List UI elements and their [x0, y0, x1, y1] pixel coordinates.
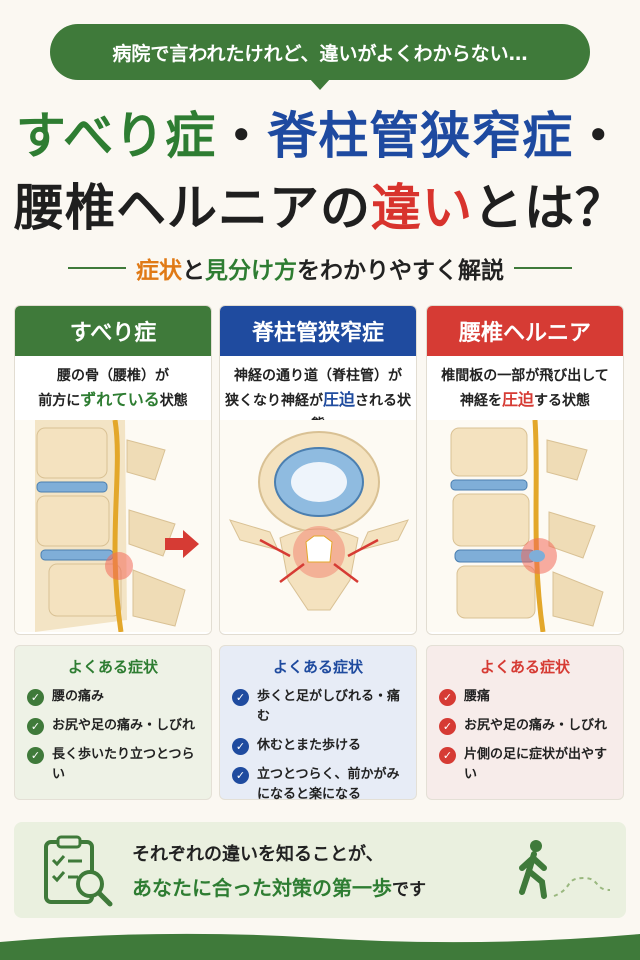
symptom-text: お尻や足の痛み・しびれ — [464, 718, 608, 733]
footer-line-2-tail: です — [392, 880, 426, 900]
clipboard-search-icon — [44, 835, 113, 907]
list-item: ✓ 腰痛 — [427, 687, 623, 707]
symptoms-spinal-stenosis: よくある症状 ✓ 歩くと足がしびれる・痛む ✓ 休むとまた歩ける ✓ 立つとつらく、前… — [219, 645, 417, 802]
symptom-text: 腰痛 — [464, 689, 491, 704]
list-item: ✓ お尻や足の痛み・しびれ — [427, 716, 623, 736]
desc-emphasis: 圧迫 — [322, 390, 355, 409]
desc-post: する状態 — [534, 393, 590, 409]
card-title: 腰椎ヘルニア — [427, 306, 623, 356]
list-item: ✓ 長く歩いたり立つとつらい — [15, 745, 211, 785]
title-question: とは？ — [473, 179, 626, 237]
title-hernia: 腰椎ヘルニアの — [14, 179, 371, 237]
symptoms-title: よくある症状 — [67, 658, 158, 676]
title-difference: 違い — [371, 179, 473, 237]
list-item: ✓ 歩くと足がしびれる・痛む — [220, 687, 416, 727]
subtitle-line-right — [514, 267, 572, 269]
check-circle-icon: ✓ — [439, 718, 456, 735]
title-slip: すべり症 — [15, 107, 217, 165]
symptoms-lumbar-hernia: よくある症状 ✓ 腰痛 ✓ お尻や足の痛み・しびれ ✓ 片側の足に症状が出やすい — [426, 645, 624, 800]
check-circle-icon: ✓ — [439, 689, 456, 706]
bubble-tail — [309, 78, 331, 90]
disc-herniation-illustration — [427, 420, 623, 632]
check-circle-icon: ✓ — [27, 718, 44, 735]
check-circle-icon: ✓ — [232, 738, 249, 755]
vertebra-cross-section-illustration — [220, 420, 416, 632]
check-circle-icon: ✓ — [439, 747, 456, 764]
subtitle-rest: をわかりやすく解説 — [297, 258, 504, 284]
card-description: 椎間板の一部が飛び出して 神経を圧迫する状態 — [427, 356, 623, 420]
desc-post: 状態 — [159, 393, 188, 409]
symptom-text: 片側の足に症状が出やすい — [464, 747, 608, 782]
footer-line-2: あなたに合った対策の第一歩です — [132, 872, 426, 901]
footer-line-1: それぞれの違いを知ることが、 — [132, 844, 384, 865]
card-desc-line2: 前方にずれている状態 — [15, 388, 211, 413]
desc-pre: 神経を — [459, 393, 502, 409]
list-item: ✓ 休むとまた歩ける — [220, 736, 416, 756]
symptom-text: 長く歩いたり立つとつらい — [52, 747, 195, 782]
card-desc-line1: 神経の通り道（脊柱管）が — [234, 368, 402, 384]
walking-person-icon — [519, 840, 611, 899]
list-item: ✓ 立つとつらく、前かがみになると楽になる — [220, 765, 416, 805]
title-stenosis: 脊柱管狭窄症 — [267, 107, 574, 165]
card-spondylolisthesis: すべり症 腰の骨（腰椎）が 前方にずれている状態 — [14, 305, 212, 635]
subtitle-line-left — [68, 267, 126, 269]
ground-wave — [0, 933, 640, 960]
list-item: ✓ 片側の足に症状が出やすい — [427, 745, 623, 785]
spine-slip-illustration — [15, 420, 211, 632]
symptom-text: 休むとまた歩ける — [257, 738, 362, 753]
check-circle-icon: ✓ — [232, 689, 249, 706]
title-line-2: 腰椎ヘルニアの違いとは？ — [0, 168, 640, 240]
list-item: ✓ 腰の痛み — [15, 687, 211, 707]
symptoms-spondylolisthesis: よくある症状 ✓ 腰の痛み ✓ お尻や足の痛み・しびれ ✓ 長く歩いたり立つとつらい — [14, 645, 212, 800]
card-desc-line1: 腰の骨（腰椎）が — [57, 368, 169, 384]
subtitle-symptoms: 症状 — [136, 258, 182, 284]
title-line-1: すべり症・脊柱管狭窄症・ — [0, 96, 640, 168]
symptom-text: お尻や足の痛み・しびれ — [52, 718, 196, 733]
title-dot-2: ・ — [573, 107, 625, 165]
check-circle-icon: ✓ — [27, 689, 44, 706]
footer-message-box: それぞれの違いを知ることが、 あなたに合った対策の第一歩です — [14, 822, 626, 918]
intro-bubble: 病院で言われたけれど、違いがよくわからない… — [50, 24, 590, 80]
symptoms-title: よくある症状 — [479, 658, 570, 676]
card-description: 腰の骨（腰椎）が 前方にずれている状態 — [15, 356, 211, 420]
intro-bubble-text: 病院で言われたけれど、違いがよくわからない… — [112, 42, 528, 65]
card-description: 神経の通り道（脊柱管）が 狭くなり神経が圧迫される状態 — [220, 356, 416, 433]
symptom-text: 歩くと足がしびれる・痛む — [257, 689, 401, 724]
desc-emphasis: 圧迫 — [501, 390, 534, 409]
card-desc-line2: 神経を圧迫する状態 — [427, 388, 623, 413]
card-title: 脊柱管狭窄症 — [220, 306, 416, 356]
check-circle-icon: ✓ — [27, 747, 44, 764]
symptoms-title: よくある症状 — [272, 658, 363, 676]
subtitle-howto: 見分け方 — [205, 258, 297, 284]
symptom-text: 立つとつらく、前かがみになると楽になる — [257, 767, 400, 802]
title-dot-1: ・ — [216, 107, 268, 165]
subtitle: 症状と見分け方をわかりやすく解説 — [136, 251, 504, 285]
desc-pre: 前方に — [38, 393, 81, 409]
list-item: ✓ お尻や足の痛み・しびれ — [15, 716, 211, 736]
symptom-text: 腰の痛み — [52, 689, 105, 704]
card-title: すべり症 — [15, 306, 211, 356]
check-circle-icon: ✓ — [232, 767, 249, 784]
card-desc-line1: 椎間板の一部が飛び出して — [441, 368, 609, 384]
red-arrow-icon — [165, 530, 199, 558]
subtitle-row: 症状と見分け方をわかりやすく解説 — [0, 248, 640, 288]
subtitle-and: と — [182, 258, 205, 284]
desc-emphasis: ずれている — [80, 390, 160, 409]
card-lumbar-hernia: 腰椎ヘルニア 椎間板の一部が飛び出して 神経を圧迫する状態 — [426, 305, 624, 635]
card-spinal-stenosis: 脊柱管狭窄症 神経の通り道（脊柱管）が 狭くなり神経が圧迫される状態 — [219, 305, 417, 635]
desc-pre: 狭くなり神経が — [224, 393, 323, 409]
footer-line-2-main: あなたに合った対策の第一歩 — [132, 876, 392, 900]
